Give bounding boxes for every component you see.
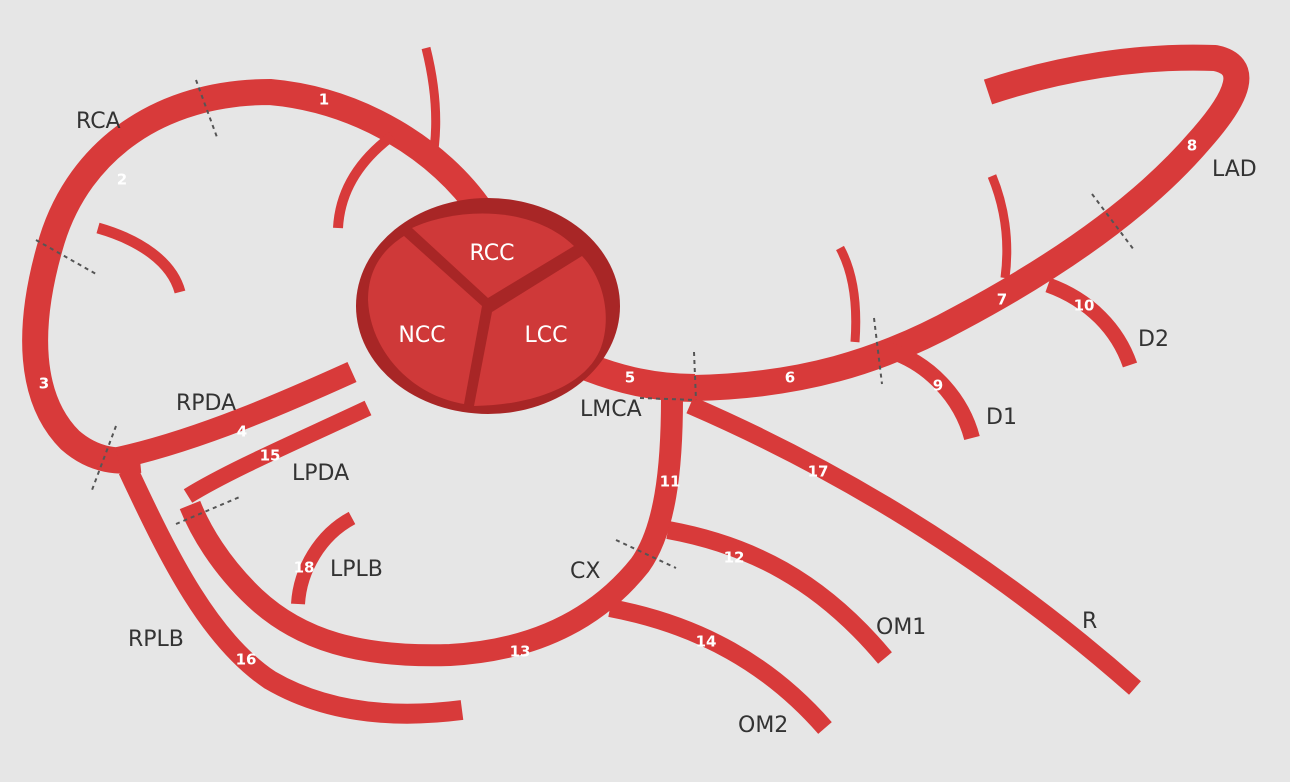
divider-lmca-horizontal xyxy=(639,397,697,401)
segment-dividers xyxy=(35,79,1135,569)
r-label: R xyxy=(1082,609,1097,634)
d2-label: D2 xyxy=(1138,327,1169,352)
lad-label: LAD xyxy=(1212,157,1257,182)
d1-vessel xyxy=(877,340,980,441)
segment-3-label: 3 xyxy=(39,375,49,393)
ramus-vessel xyxy=(686,396,1141,695)
segment-5-label: 5 xyxy=(625,369,635,387)
rca-label: RCA xyxy=(76,109,121,134)
om1-label: OM1 xyxy=(876,615,926,640)
d2-vessel xyxy=(1045,277,1138,368)
lplb-vessel xyxy=(291,511,356,605)
om2-vessel xyxy=(608,599,832,734)
rcc-cusp xyxy=(412,213,574,298)
segment-16-label: 16 xyxy=(236,651,257,669)
segment-18-label: 18 xyxy=(294,559,315,577)
segment-15-label: 15 xyxy=(260,447,281,465)
divider-rca-2-3 xyxy=(35,239,97,275)
lmca-vessel xyxy=(579,352,696,402)
divider-rca-3-4 xyxy=(91,425,117,491)
lpda-label: LPDA xyxy=(292,461,349,486)
segment-11-label: 11 xyxy=(660,473,681,491)
lcc-cusp xyxy=(474,256,606,406)
rplb-vessel xyxy=(118,465,464,724)
segment-17-label: 17 xyxy=(808,463,829,481)
lplb-label: LPLB xyxy=(330,557,383,582)
rcc-label: RCC xyxy=(470,241,515,266)
divider-lmca-vertical xyxy=(693,351,697,401)
segment-6-label: 6 xyxy=(785,369,795,387)
segment-number-labels: 1 2 3 4 5 6 7 8 9 10 11 12 13 14 15 16 1… xyxy=(39,91,1197,669)
aortic-root xyxy=(356,198,620,414)
d1-label: D1 xyxy=(986,405,1017,430)
divider-cx-11-13 xyxy=(615,539,677,569)
divider-lad-7-8 xyxy=(1091,193,1135,251)
cx-vessel xyxy=(179,397,683,667)
segment-9-label: 9 xyxy=(933,377,943,395)
segment-1-label: 1 xyxy=(319,91,329,109)
rpda-label: RPDA xyxy=(176,391,236,416)
segment-13-label: 13 xyxy=(510,643,531,661)
om2-label: OM2 xyxy=(738,713,788,738)
rca-trunk xyxy=(22,79,493,474)
lcc-label: LCC xyxy=(525,323,568,348)
lmca-label: LMCA xyxy=(580,397,642,422)
ncc-label: NCC xyxy=(398,323,445,348)
segment-4-label: 4 xyxy=(237,423,247,441)
vessels xyxy=(22,44,1250,734)
segment-8-label: 8 xyxy=(1187,137,1197,155)
cusp-labels: RCC NCC LCC xyxy=(398,241,567,348)
divider-lpda xyxy=(175,495,243,525)
lad-vessel xyxy=(692,44,1250,401)
rca-marginal-branch xyxy=(96,222,186,294)
rca-ostial-branch-lower xyxy=(333,132,396,229)
segment-10-label: 10 xyxy=(1074,297,1095,315)
rca-ostial-branch-upper xyxy=(421,46,441,163)
segment-2-label: 2 xyxy=(117,171,127,189)
lad-septal-branch-1 xyxy=(836,245,861,343)
vessel-name-labels: RCA LAD D2 D1 LMCA RPDA LPDA LPLB CX OM1… xyxy=(76,109,1257,738)
segment-14-label: 14 xyxy=(696,633,717,651)
om1-vessel xyxy=(666,521,892,664)
ncc-cusp xyxy=(368,236,482,404)
cx-label: CX xyxy=(570,559,600,584)
lpda-vessel xyxy=(183,400,372,503)
lad-septal-branch-2 xyxy=(987,174,1012,279)
divider-lad-6-7 xyxy=(873,317,883,385)
segment-12-label: 12 xyxy=(724,549,745,567)
rpda-vessel xyxy=(115,361,357,469)
rplb-label: RPLB xyxy=(128,627,184,652)
segment-7-label: 7 xyxy=(997,291,1007,309)
divider-rca-1-2 xyxy=(195,79,219,141)
